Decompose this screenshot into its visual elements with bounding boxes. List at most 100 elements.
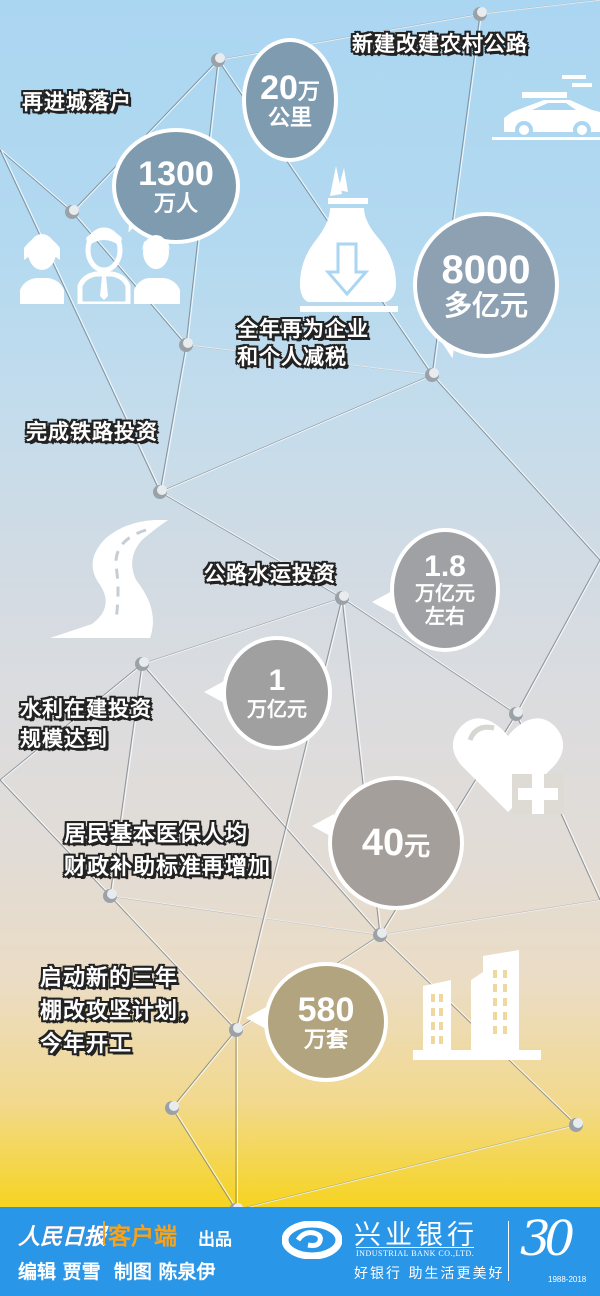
people-daily-logo: 人民日报 <box>18 1224 107 1250</box>
network-line <box>381 899 600 936</box>
network-node-highlight <box>377 928 387 938</box>
network-node-highlight <box>157 485 167 495</box>
value: 580 <box>297 990 355 1029</box>
network-line <box>341 597 517 715</box>
value: 8000 <box>441 248 531 292</box>
network-line <box>343 597 518 715</box>
bubble-tail <box>246 1006 268 1030</box>
network-line <box>517 561 600 715</box>
network-line <box>161 374 434 493</box>
network-line <box>433 374 600 560</box>
anniversary-years: 1988-2018 <box>548 1275 587 1284</box>
network-line <box>161 491 344 599</box>
bubble-tax-cut: 8000 多亿元 <box>413 212 559 358</box>
unit: 万亿元 <box>247 696 307 721</box>
network-line <box>0 149 161 493</box>
unit: 多亿元 <box>443 289 528 322</box>
people-icon <box>20 227 180 304</box>
bank-name-en: INDUSTRIAL BANK CO.,LTD. <box>356 1247 475 1258</box>
produced-label: 出品 <box>198 1230 232 1250</box>
label-railway-investment: 完成铁路投资 <box>26 420 158 444</box>
network-line <box>109 895 237 1031</box>
unit: 万套 <box>303 1027 348 1053</box>
client-label: 客户端 <box>108 1224 177 1250</box>
bubble-tail <box>204 680 226 704</box>
label-medical-insurance: 居民基本医保人均 财政补助标准再增加 <box>64 822 272 880</box>
network-node-highlight <box>429 368 439 378</box>
network-line <box>109 663 143 897</box>
network-line <box>173 1107 238 1210</box>
network-node-highlight <box>215 53 225 63</box>
bubble-rural-roads: 20万 公里 <box>242 38 338 162</box>
network-line <box>1 663 144 781</box>
divider <box>508 1221 509 1281</box>
network-line <box>171 1107 237 1210</box>
industrial-bank-logo-icon <box>282 1221 342 1259</box>
heart-plus-icon <box>452 718 564 814</box>
network-line <box>173 1029 238 1109</box>
network-line <box>0 149 73 213</box>
bank-slogan: 好银行 助生活更美好 <box>354 1266 505 1282</box>
network-line <box>159 344 187 493</box>
bubble-road-water: 1.8 万亿元 左右 <box>390 528 500 652</box>
building-icon <box>413 950 541 1060</box>
bubble-tail <box>372 590 394 614</box>
unit: 万 <box>297 79 320 105</box>
value: 40 <box>361 822 405 864</box>
network-line <box>171 1029 237 1109</box>
network-line <box>481 0 600 15</box>
unit: 左右 <box>425 604 465 628</box>
footer: 人民日报 客户端 出品 编辑 贾雪 制图 陈泉伊 兴业银行 INDUSTRIAL… <box>0 1207 600 1296</box>
network-node-highlight <box>339 591 349 601</box>
label-urban-settlement: 再进城落户 <box>22 90 132 114</box>
value: 1 <box>268 663 286 697</box>
value: 1300 <box>138 154 214 193</box>
network-line <box>1 779 112 897</box>
network-line <box>0 663 143 781</box>
network-line <box>187 344 434 376</box>
network-line <box>515 559 600 715</box>
label-water-conservancy: 水利在建投资 规模达到 <box>20 697 152 751</box>
bubble-water-conservancy: 1 万亿元 <box>222 636 332 750</box>
money-bag-icon <box>300 166 398 312</box>
unit: 万亿元 <box>415 581 475 605</box>
network-line <box>1 149 162 493</box>
network-node-highlight <box>169 1101 179 1111</box>
network-line <box>143 663 382 936</box>
label-road-water-investment: 公路水运投资 <box>204 562 336 586</box>
car-icon <box>492 75 600 140</box>
network-line <box>111 663 144 897</box>
anniversary-30-logo: 30 <box>520 1211 575 1267</box>
bubble-medical-insurance: 40元 <box>328 776 464 910</box>
network-node-highlight <box>139 657 149 667</box>
network-node-highlight <box>69 205 79 215</box>
network-line <box>141 663 381 936</box>
network-node-highlight <box>183 338 193 348</box>
label-tax-cut: 全年再为企业 和个人减税 <box>237 317 369 369</box>
bubble-urban-settlement: 1300 万人 <box>112 128 240 244</box>
bubble-shantytown: 580 万套 <box>264 962 388 1082</box>
network-line <box>0 779 111 897</box>
network-line <box>159 374 433 493</box>
credits: 编辑 贾雪 制图 陈泉伊 <box>18 1261 216 1283</box>
network-line <box>1 149 74 213</box>
network-node-highlight <box>233 1023 243 1033</box>
label-rural-roads: 新建改建农村公路 <box>352 32 528 56</box>
network-line <box>111 895 238 1031</box>
network-line <box>237 1124 578 1210</box>
unit: 公里 <box>267 105 312 131</box>
road-icon <box>50 520 168 638</box>
network-node-highlight <box>107 889 117 899</box>
network-node-highlight <box>477 7 487 17</box>
label-shantytown-renovation: 启动新的三年 棚改攻坚计划， 今年开工 <box>40 966 202 1057</box>
network-node-highlight <box>513 707 523 717</box>
network-line <box>111 895 382 936</box>
unit: 元 <box>404 832 431 862</box>
unit: 万人 <box>153 191 198 217</box>
value: 1.8 <box>424 550 466 583</box>
network-line <box>161 344 188 493</box>
value: 20 <box>260 68 298 107</box>
network-line <box>159 491 343 599</box>
network-line <box>143 597 344 665</box>
